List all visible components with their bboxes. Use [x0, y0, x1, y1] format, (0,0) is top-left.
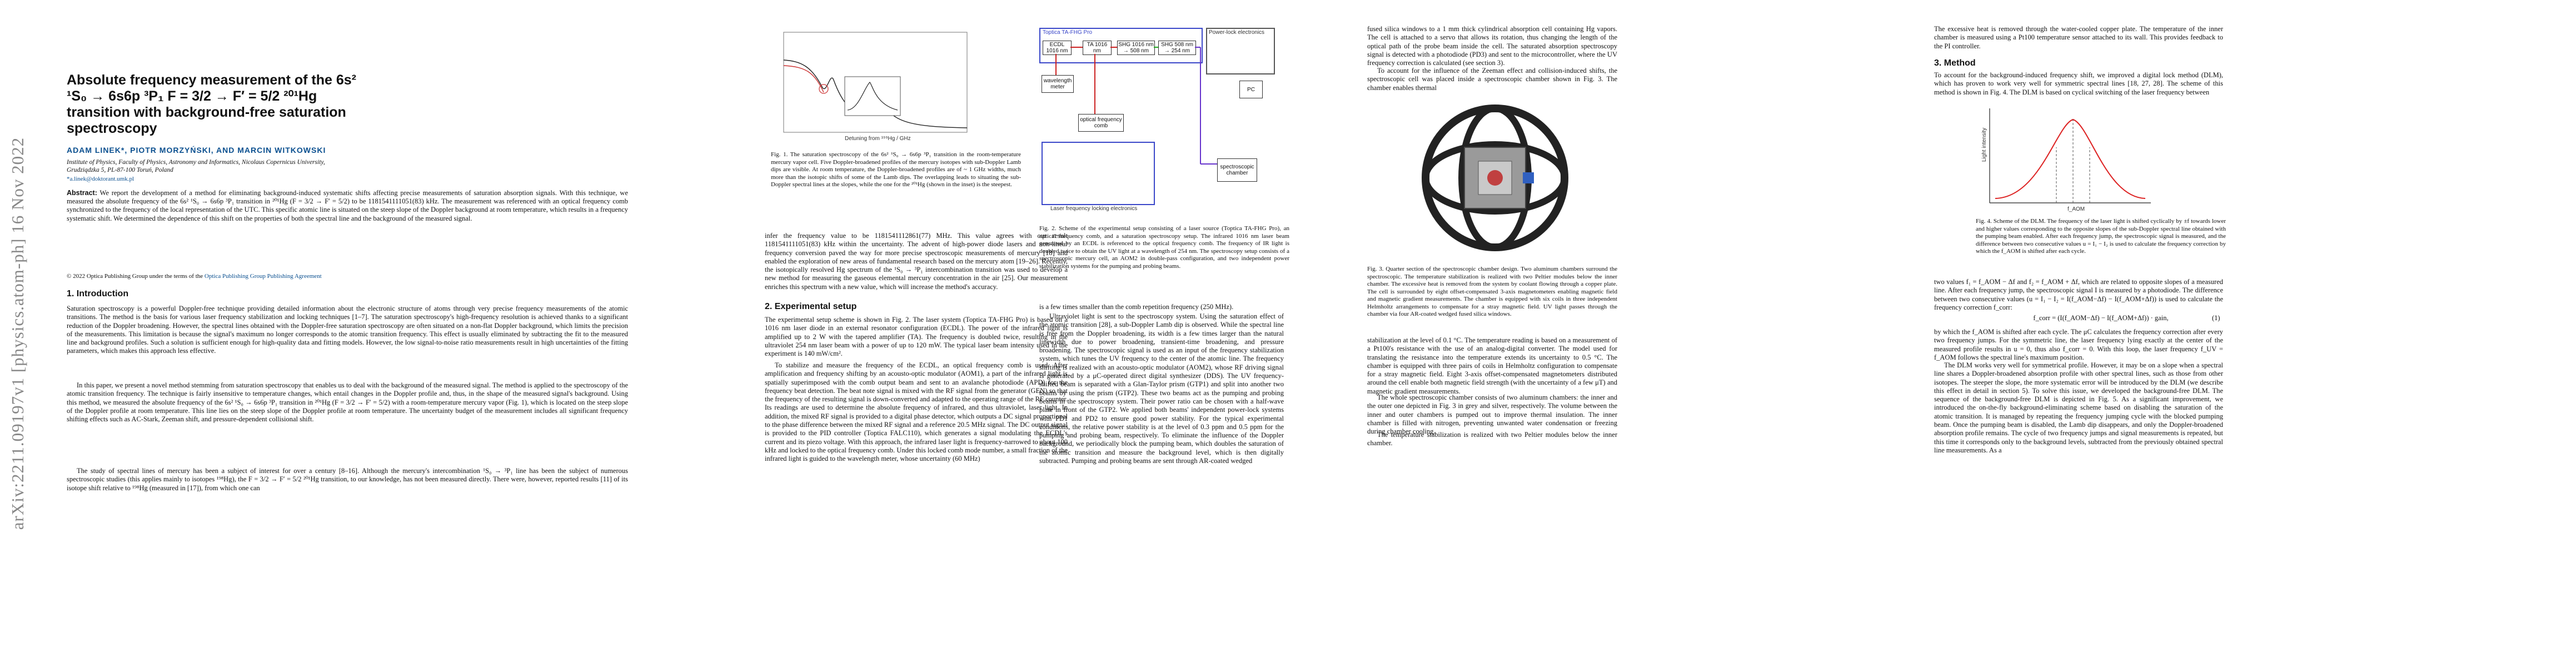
figure-2-beam-paths: [1055, 47, 1217, 165]
shg2-block: SHG 508 nm → 254 nm: [1158, 41, 1196, 55]
page-2-text-block-1: infer the frequency value to be 11815411…: [765, 232, 1068, 291]
affiliation: Institute of Physics, Faculty of Physics…: [67, 159, 325, 173]
locking-electronics-label: Laser frequency locking electronics: [1050, 206, 1138, 212]
spectroscopic-chamber-block: spectroscopic chamber: [1217, 158, 1257, 182]
abstract-label: Abstract:: [67, 189, 97, 197]
page-3-text-block-3: stabilization at the level of 0.1 °C. Th…: [1367, 336, 1617, 395]
copyright-notice: © 2022 Optica Publishing Group under the…: [67, 273, 322, 280]
figure-2: Toptica TA-FHG Pro ECDL 1016 nm TA 1016 …: [1039, 25, 1278, 220]
publishing-agreement-link[interactable]: Optica Publishing Group Publishing Agree…: [204, 273, 322, 280]
pc-block: PC: [1239, 81, 1263, 98]
shg1-block: SHG 1016 nm → 508 nm: [1117, 41, 1155, 55]
page-3-text-block-2: To account for the influence of the Zeem…: [1367, 67, 1617, 92]
power-lock-box: [1206, 28, 1275, 74]
figure-2-caption: Fig. 2. Scheme of the experimental setup…: [1039, 225, 1289, 270]
page-2-col2-text-2: Ultraviolet light is sent to the spectro…: [1039, 312, 1284, 465]
page-1: arXiv:2211.09197v1 [physics.atom-ph] 16 …: [0, 0, 650, 667]
figure-1: Detuning from ¹⁹⁹Hg / GHz: [761, 27, 973, 149]
intro-paragraph-2: In this paper, we present a novel method…: [67, 381, 628, 424]
locking-electronics-box: [1042, 142, 1155, 205]
method-paragraph-1: To account for the background-induced fr…: [1934, 71, 2223, 96]
section-heading-method: 3. Method: [1934, 58, 1976, 68]
figure-3: [1412, 94, 1578, 261]
figure-3-chamber-render: [1422, 104, 1568, 251]
section-heading-introduction: 1. Introduction: [67, 289, 129, 298]
figure-1-plot: [783, 32, 968, 133]
page-3-text-block-1: fused silica windows to a 1 mm thick cyl…: [1367, 25, 1617, 67]
method-paragraph-4: The DLM works very well for symmetrical …: [1934, 361, 2223, 454]
page-4-text-block-0: The excessive heat is removed through th…: [1934, 25, 2223, 50]
figure-1-x-axis-label: Detuning from ¹⁹⁹Hg / GHz: [845, 136, 911, 142]
intro-paragraph-3: The study of spectral lines of mercury h…: [67, 467, 628, 492]
author-email[interactable]: *a.linek@doktorant.umk.pl: [67, 176, 134, 182]
arxiv-identifier[interactable]: arXiv:2211.09197v1 [physics.atom-ph] 16 …: [8, 137, 27, 530]
method-paragraph-2: two values f₁ = f_AOM − Δf and f₂ = f_AO…: [1934, 278, 2223, 311]
page-4: The excessive heat is removed through th…: [1934, 0, 2576, 667]
page-2-col2-text-1: is a few times smaller than the comb rep…: [1039, 303, 1234, 311]
paper-title: Absolute frequency measurement of the 6s…: [67, 72, 356, 136]
abstract-text: We report the development of a method fo…: [67, 189, 628, 222]
laser-system-box: [1039, 28, 1203, 63]
abstract: Abstract: We report the development of a…: [67, 189, 628, 223]
author-list: ADAM LINEK*, PIOTR MORZYŃSKI, AND MARCIN…: [67, 146, 326, 155]
copyright-text: © 2022 Optica Publishing Group under the…: [67, 273, 203, 280]
figure-4-y-axis-label: Light intensity: [1981, 127, 1988, 162]
figure-1-caption: Fig. 1. The saturation spectroscopy of t…: [771, 151, 1021, 188]
figure-4-caption: Fig. 4. Scheme of the DLM. The frequency…: [1976, 218, 2226, 255]
power-lock-label: Power-lock electronics: [1209, 29, 1265, 36]
method-paragraph-3: by which the f_AOM is shifted after each…: [1934, 328, 2223, 361]
ecdl-block: ECDL 1016 nm: [1043, 41, 1072, 55]
ta-block: TA 1016 nm: [1083, 41, 1112, 55]
wavelength-meter-block: wavelength meter: [1042, 75, 1074, 93]
page-3-text-block-5: The temperature stabilization is realize…: [1367, 431, 1617, 447]
equation-1: f_corr = (I(f_AOM−Δf) − I(f_AOM+Δf)) · g…: [2033, 314, 2169, 322]
intro-paragraph-1: Saturation spectroscopy is a powerful Do…: [67, 305, 628, 355]
figure-4-x-axis-label: f_AOM: [2067, 206, 2085, 212]
page-2-text-block-2: The experimental setup scheme is shown i…: [765, 316, 1068, 358]
equation-1-number: (1): [2212, 314, 2220, 322]
figure-4-dlm-plot: [1989, 108, 2151, 203]
page-3-text-block-4: The whole spectroscopic chamber consists…: [1367, 394, 1617, 436]
page-3: Toptica TA-FHG Pro ECDL 1016 nm TA 1016 …: [1039, 0, 1934, 667]
figure-3-caption: Fig. 3. Quarter section of the spectrosc…: [1367, 266, 1617, 317]
laser-system-label: Toptica TA-FHG Pro: [1043, 29, 1093, 36]
frequency-comb-block: optical frequency comb: [1078, 114, 1124, 132]
page-2-text-block-3: To stabilize and measure the frequency o…: [765, 361, 1068, 463]
section-heading-experimental-setup: 2. Experimental setup: [765, 302, 857, 311]
figure-4: Light intensity f_AOM: [1973, 103, 2156, 214]
page-2: Detuning from ¹⁹⁹Hg / GHz Fig. 1. The sa…: [650, 0, 1289, 667]
